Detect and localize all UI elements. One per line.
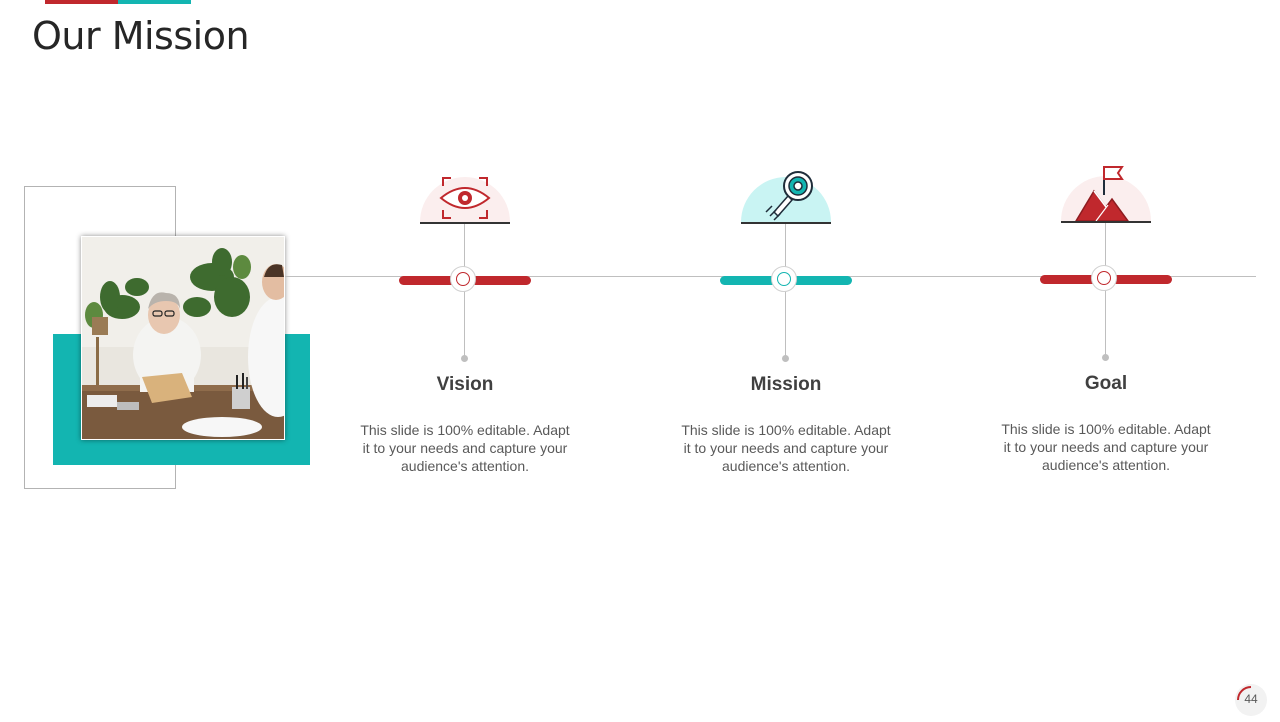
- connector-dot: [1102, 354, 1109, 361]
- timeline-node: [450, 266, 476, 292]
- column-description: This slide is 100% editable. Adapt it to…: [1001, 421, 1211, 473]
- top-accent-teal: [118, 0, 191, 4]
- connector-dot: [782, 355, 789, 362]
- page-number: 44: [1244, 692, 1258, 706]
- vision-column: Vision This slide is 100% editable. Adap…: [335, 162, 595, 482]
- page-number-badge: 44: [1234, 683, 1268, 717]
- accent-bar-left: [720, 276, 780, 285]
- column-title: Vision: [436, 374, 494, 395]
- rocket-target-icon: [736, 162, 836, 222]
- icon-baseline: [741, 222, 831, 224]
- meeting-photo: [81, 236, 285, 440]
- connector-dot: [461, 355, 468, 362]
- accent-bar-right: [792, 276, 852, 285]
- icon-baseline: [1061, 221, 1151, 223]
- column-title: Goal: [1084, 373, 1128, 394]
- goal-column: Goal This slide is 100% editable. Adapt …: [976, 161, 1236, 481]
- accent-bar-right: [471, 276, 531, 285]
- accent-bar-right: [1112, 275, 1172, 284]
- icon-baseline: [420, 222, 510, 224]
- column-title: Mission: [750, 374, 822, 395]
- timeline-node: [771, 266, 797, 292]
- column-description: This slide is 100% editable. Adapt it to…: [681, 422, 891, 474]
- page-title: Our Mission: [32, 14, 250, 58]
- eye-icon: [415, 162, 515, 222]
- mountain-flag-icon: [1056, 161, 1156, 222]
- top-accent-red: [45, 0, 118, 4]
- column-description: This slide is 100% editable. Adapt it to…: [360, 422, 570, 474]
- timeline-node: [1091, 265, 1117, 291]
- page-progress-icon: [1235, 684, 1267, 716]
- accent-bar-left: [399, 276, 459, 285]
- accent-bar-left: [1040, 275, 1100, 284]
- mission-column: Mission This slide is 100% editable. Ada…: [656, 162, 916, 482]
